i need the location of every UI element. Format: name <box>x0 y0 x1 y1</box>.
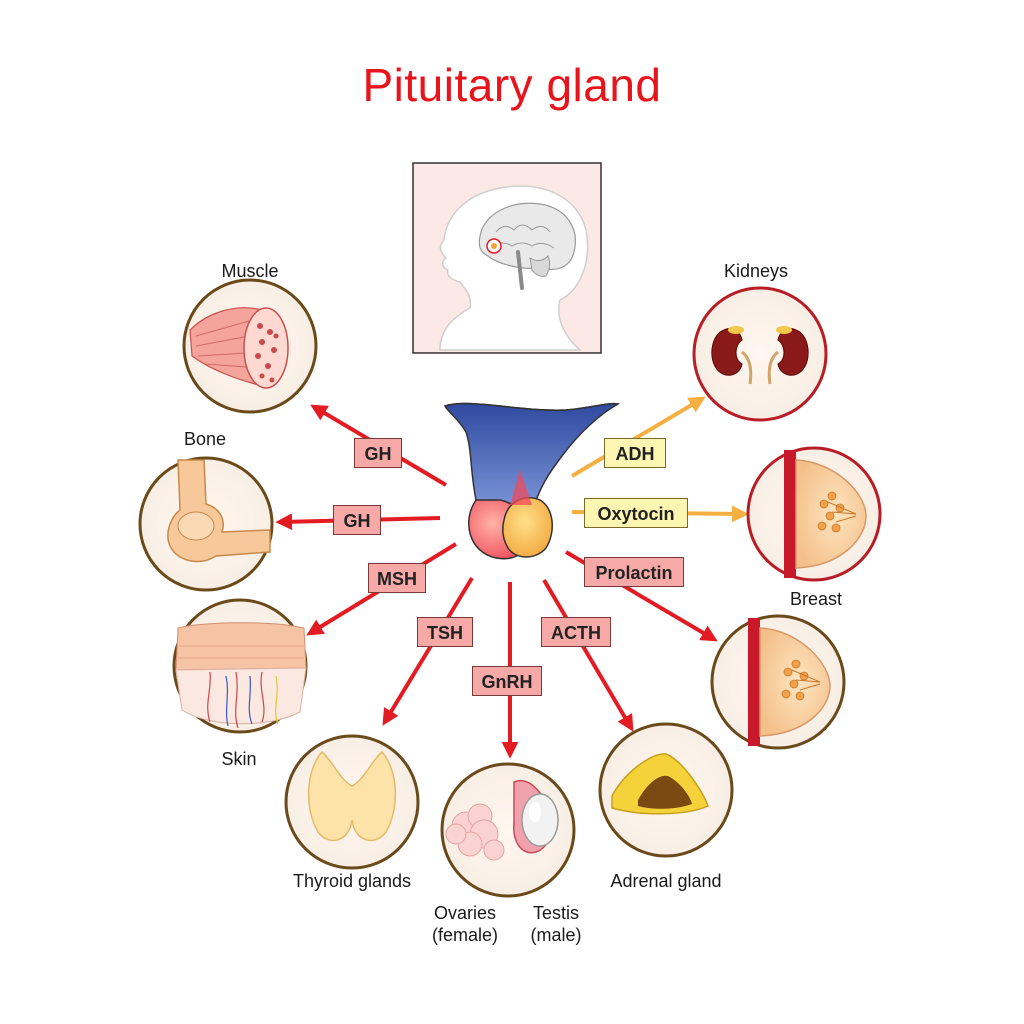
pituitary-gland-illustration <box>443 402 621 560</box>
label-testis: Testis (male) <box>530 903 582 945</box>
ovary-icon <box>445 803 505 861</box>
label-breast: Breast <box>789 589 843 609</box>
hormone-acth: ACTH <box>541 617 611 647</box>
label-bone: Bone <box>183 429 227 449</box>
label-adrenal: Adrenal gland <box>610 871 722 891</box>
hypothalamus-stalk <box>443 402 621 507</box>
testis-icon <box>521 793 559 847</box>
hormone-prolactin: Prolactin <box>584 557 684 587</box>
diagram-title: Pituitary gland <box>362 59 662 111</box>
kidneys-circle <box>692 286 828 422</box>
skin-circle <box>172 598 308 734</box>
thyroid-circle <box>284 734 420 870</box>
breast-circle-oxytocin <box>746 446 882 582</box>
hormone-gh-muscle: GH <box>354 438 402 468</box>
hormone-tsh: TSH <box>417 617 473 647</box>
cerebellum-icon <box>529 255 551 277</box>
hormone-adh: ADH <box>604 438 666 468</box>
label-skin: Skin <box>221 749 257 769</box>
chest-wall <box>748 618 760 746</box>
arrow-acth-adrenal <box>542 578 634 732</box>
head-inset <box>412 162 602 354</box>
arrow-tsh-thyroid <box>382 576 474 726</box>
adrenal-circle <box>598 722 734 858</box>
label-muscle: Muscle <box>221 261 279 281</box>
label-ovaries: Ovaries (female) <box>431 903 498 945</box>
bone-circle <box>138 456 274 592</box>
label-kidneys: Kidneys <box>723 261 789 281</box>
brainstem-icon <box>516 250 524 290</box>
muscle-circle <box>182 278 318 414</box>
thyroid-icon <box>308 750 396 842</box>
hormone-gnrh: GnRH <box>472 666 542 696</box>
hormone-msh: MSH <box>368 563 426 593</box>
breast-circle-prolactin <box>710 614 846 750</box>
gonads-circle <box>440 762 576 898</box>
brain-icon <box>478 202 576 271</box>
posterior-pituitary <box>502 497 553 558</box>
hormone-oxytocin: Oxytocin <box>584 498 688 528</box>
label-thyroid: Thyroid glands <box>292 871 412 891</box>
hormone-gh-bone: GH <box>333 505 381 535</box>
